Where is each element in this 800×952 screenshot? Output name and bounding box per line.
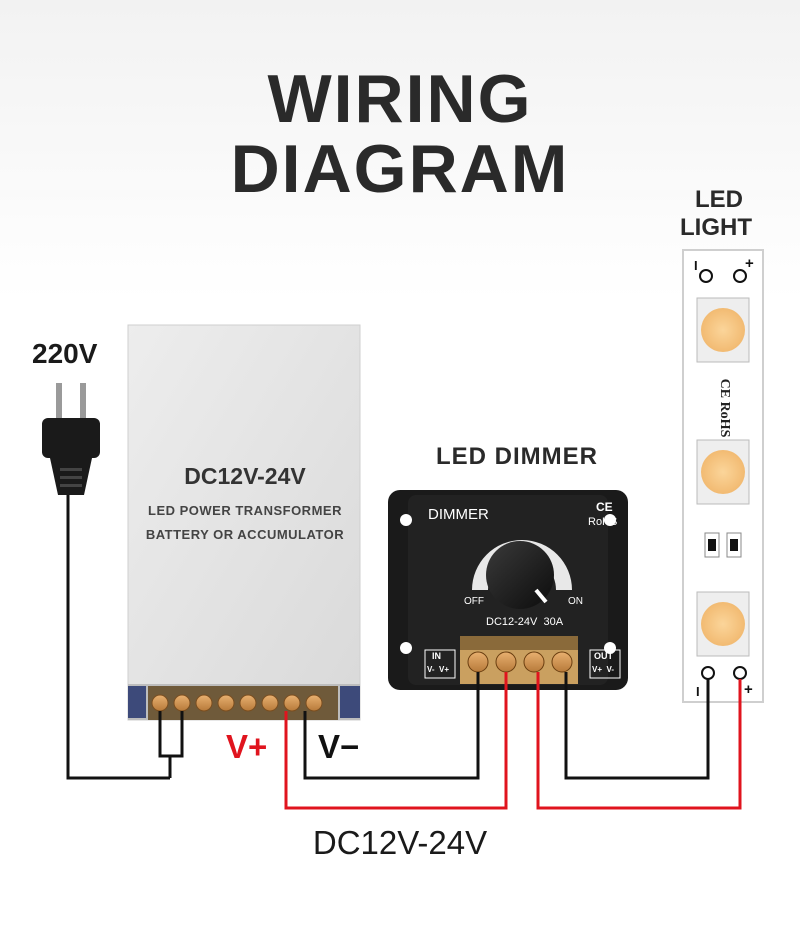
- dimmer-rating: DC12-24V 30A: [486, 616, 564, 628]
- psu-terminal-neg-label: V−: [318, 728, 360, 765]
- strip-top-plus-mark: +: [745, 255, 754, 272]
- dimmer-terminal-block: [460, 636, 578, 684]
- dimmer-cert-rohs: RoHS: [588, 516, 618, 528]
- led-heading-line-2: LIGHT: [680, 214, 752, 241]
- wire-dimmer-neg-to-strip: [564, 672, 710, 780]
- strip-pad-top-minus: [699, 269, 713, 283]
- psu-line-1: LED POWER TRANSFORMER: [148, 503, 342, 518]
- led-chip-1: [696, 297, 750, 363]
- plug-voltage-label: 220V: [32, 338, 98, 369]
- dimmer-in-pins: V- V+: [427, 665, 450, 674]
- knob-indicator: [534, 588, 548, 604]
- title-line-1: WIRING: [267, 61, 533, 137]
- power-supply: [127, 324, 361, 721]
- resistors: [704, 532, 742, 558]
- wire-plug-to-psu: [66, 495, 170, 780]
- strip-bottom-plus-mark: +: [744, 681, 753, 698]
- psu-line-2: BATTERY OR ACCUMULATOR: [145, 527, 345, 542]
- wire-psu-pos-to-dimmer: [284, 672, 508, 810]
- dimmer-cert-ce: CE: [596, 500, 613, 514]
- dimmer-panel-label: DIMMER: [428, 506, 489, 523]
- wire-psu-neg-to-dimmer: [303, 672, 480, 780]
- strip-bottom-minus-mark: I: [696, 684, 700, 699]
- dimmer-out-pins: V+ V-: [592, 665, 615, 674]
- led-chip-2: [696, 439, 750, 505]
- dimmer-on-label: ON: [568, 596, 583, 607]
- led-chip-3: [696, 591, 750, 657]
- strip-marking: CE RoHS: [717, 378, 732, 438]
- dimmer-out-label: OUT: [594, 651, 613, 661]
- led-heading-line-1: LED: [695, 186, 743, 213]
- strip-pad-bottom-minus: [701, 666, 715, 680]
- dimmer-in-label: IN: [432, 651, 441, 661]
- power-plug: [42, 383, 100, 495]
- strip-pad-top-plus: [733, 269, 747, 283]
- dimmer-off-label: OFF: [464, 596, 484, 607]
- strip-pad-bottom-plus: [733, 666, 747, 680]
- led-dimmer: [388, 490, 628, 690]
- wire-dimmer-pos-to-strip: [536, 672, 742, 810]
- led-strip: [682, 249, 764, 703]
- title-line-2: DIAGRAM: [230, 131, 570, 207]
- bottom-voltage-label: DC12V-24V: [312, 824, 488, 861]
- psu-terminal-block: [148, 686, 338, 720]
- psu-terminal-pos-label: V+: [226, 728, 268, 765]
- dimmer-heading: LED DIMMER: [436, 443, 598, 470]
- strip-top-minus-mark: I: [694, 258, 698, 273]
- psu-voltage: DC12V-24V: [184, 463, 306, 489]
